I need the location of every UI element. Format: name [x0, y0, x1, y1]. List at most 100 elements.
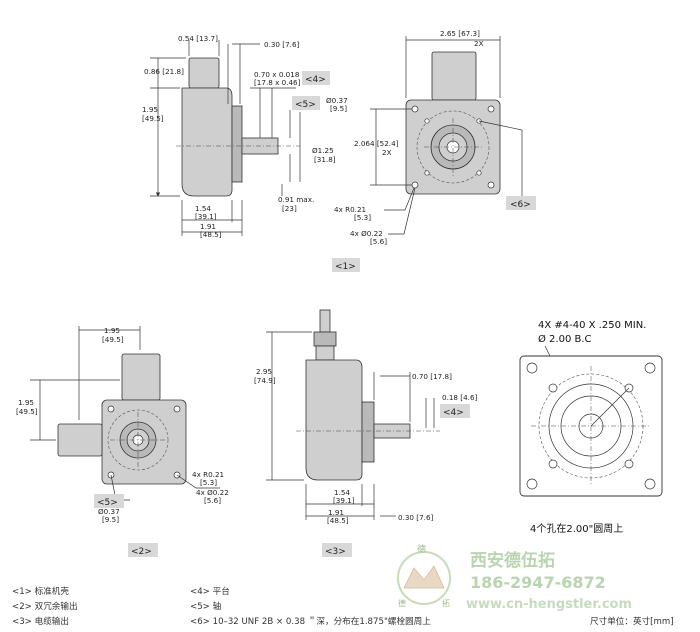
side-connector-v2	[57, 423, 103, 457]
view-1-side: 0.54 [13.7] 0.30 [7.6] 0.86 [21.8] 0.70 …	[142, 34, 348, 239]
dim-191ab: [48.5]	[200, 230, 222, 239]
dim-070b: [17.8 x 0.46]	[254, 78, 301, 87]
view-3: 2.95 [74.9] 0.70 [17.8] 0.18 [4.6] <4> 1…	[254, 309, 478, 557]
tag-4b: <4>	[443, 408, 464, 418]
watermark-phone: 186-2947-6872	[470, 573, 606, 592]
legend-5: <5> 轴	[190, 600, 221, 612]
h022bb: [5.6]	[204, 496, 221, 505]
r021a: 4x R0.21	[334, 205, 366, 214]
dim-054: 0.54 [13.7]	[178, 34, 218, 43]
h022ab: [5.6]	[370, 237, 387, 246]
tag-4a-bg	[302, 71, 330, 85]
tag-3-bg	[322, 543, 352, 557]
legend-2: <2> 双冗余输出	[12, 600, 78, 612]
dim-195ab: [49.5]	[142, 114, 164, 123]
tag-5a-bg	[292, 96, 320, 110]
r021ab: [5.3]	[354, 213, 371, 222]
tag-2: <2>	[131, 547, 152, 557]
dim-070c: 0.70 [17.8]	[412, 372, 452, 381]
legend-units: 尺寸单位：英寸[mm]	[590, 615, 674, 627]
dim-091: 0.91 max.	[278, 195, 314, 204]
dim-091b: [23]	[282, 204, 297, 213]
housing-side	[181, 87, 233, 197]
tapped-hole-br	[624, 459, 634, 469]
dim-195b: 1.95	[104, 326, 120, 335]
dim-070: 0.70 x 0.018	[254, 70, 300, 79]
h022b: 4x Ø0.22	[196, 488, 229, 497]
mount-hole-br	[487, 181, 495, 189]
tapped-hole-bl	[548, 459, 558, 469]
dim-154ab: [39.1]	[195, 212, 217, 221]
dim-154b: 1.54	[334, 488, 350, 497]
dim-295b: [74.9]	[254, 376, 276, 385]
watermark-logo	[397, 551, 451, 605]
mount-hole-bl	[411, 181, 419, 189]
dim-037b: Ø0.37	[98, 507, 120, 516]
tag-5b-bg	[94, 494, 124, 508]
dim-191bb: [48.5]	[327, 516, 349, 525]
tag-1-bg	[332, 258, 360, 272]
dim-030b: 0.30 [7.6]	[398, 513, 434, 522]
dim-037bb: [9.5]	[102, 515, 119, 524]
watermark: 德 德 拓 西安德伍拓 186-2947-6872 www.cn-hengstl…	[397, 543, 632, 612]
dim-195cb: [49.5]	[16, 407, 38, 416]
connector-v2	[121, 353, 161, 401]
dim-154bb: [39.1]	[333, 496, 355, 505]
mount-hole-tl	[411, 105, 419, 113]
r021bb: [5.3]	[200, 478, 217, 487]
h022a: 4x Ø0.22	[350, 229, 383, 238]
tag-1: <1>	[335, 262, 356, 272]
dim-195bb: [49.5]	[102, 335, 124, 344]
dim-037ab: [9.5]	[330, 104, 347, 113]
shaft-housing-top	[188, 57, 220, 89]
connector-top	[431, 51, 477, 101]
tag-4a: <4>	[305, 75, 326, 85]
view-2: 1.95 [49.5] 1.95 [49.5] 4x R0.21 [5.3] 4…	[16, 326, 229, 557]
legend-3: <3> 电缆输出	[12, 615, 69, 627]
legend: <1> 标准机壳 <2> 双冗余输出 <3> 电缆输出 <4> 平台 <5> 轴…	[12, 585, 674, 627]
dim-086: 0.86 [21.8]	[144, 67, 184, 76]
watermark-logo-right: 拓	[442, 598, 450, 608]
dim-125b: [31.8]	[314, 155, 336, 164]
view-1-front: 2.65 [67.3] 2X 2.064 [52.4] 2X 4x R0.21 …	[332, 29, 536, 272]
detail-hole-pattern: 4X #4-40 X .250 MIN. Ø 2.00 B.C 4个孔在2.00…	[519, 320, 663, 535]
tag-6: <6>	[510, 200, 531, 210]
watermark-company: 西安德伍拓	[470, 550, 555, 571]
watermark-logo-top: 德	[417, 543, 426, 555]
housing-v3	[305, 359, 363, 481]
cable-gland-v3	[313, 331, 337, 347]
tag-3: <3>	[325, 547, 346, 557]
legend-6: <6> 10–32 UNF 2B × 0.38 ＂深，分布在1.875"螺栓圆周…	[190, 615, 431, 627]
dim-191b: 1.91	[328, 508, 344, 517]
flange-v3	[361, 401, 375, 463]
cable-v3	[319, 309, 331, 333]
detail-line1: 4X #4-40 X .250 MIN.	[538, 320, 646, 331]
dim-154a: 1.54	[195, 204, 211, 213]
tapped-hole-tl	[548, 383, 558, 393]
dim-037a: Ø0.37	[326, 96, 348, 105]
watermark-site: www.cn-hengstler.com	[466, 597, 632, 612]
tag-6-bg	[506, 196, 536, 210]
tag-4b-bg	[440, 404, 470, 418]
tag-5a: <5>	[295, 100, 316, 110]
tag-5b: <5>	[97, 498, 118, 508]
dim-191a: 1.91	[200, 222, 216, 231]
detail-caption: 4个孔在2.00"圆周上	[530, 523, 623, 535]
dim-265x: 2X	[474, 39, 484, 48]
dim-125: Ø1.25	[312, 146, 334, 155]
dim-265: 2.65 [67.3]	[440, 29, 480, 38]
dim-195c: 1.95	[18, 398, 34, 407]
legend-4: <4> 平台	[190, 585, 230, 597]
dim-018: 0.18 [4.6]	[442, 393, 478, 402]
dim-030a: 0.30 [7.6]	[264, 40, 300, 49]
dim-195a: 1.95	[142, 105, 158, 114]
detail-line2: Ø 2.00 B.C	[538, 333, 592, 345]
flange-side	[231, 105, 243, 183]
legend-1: <1> 标准机壳	[12, 585, 69, 597]
mount-hole-tr	[487, 105, 495, 113]
dim-295: 2.95	[256, 367, 272, 376]
dim-2064: 2.064 [52.4]	[354, 139, 399, 148]
r021b: 4x R0.21	[192, 470, 224, 479]
